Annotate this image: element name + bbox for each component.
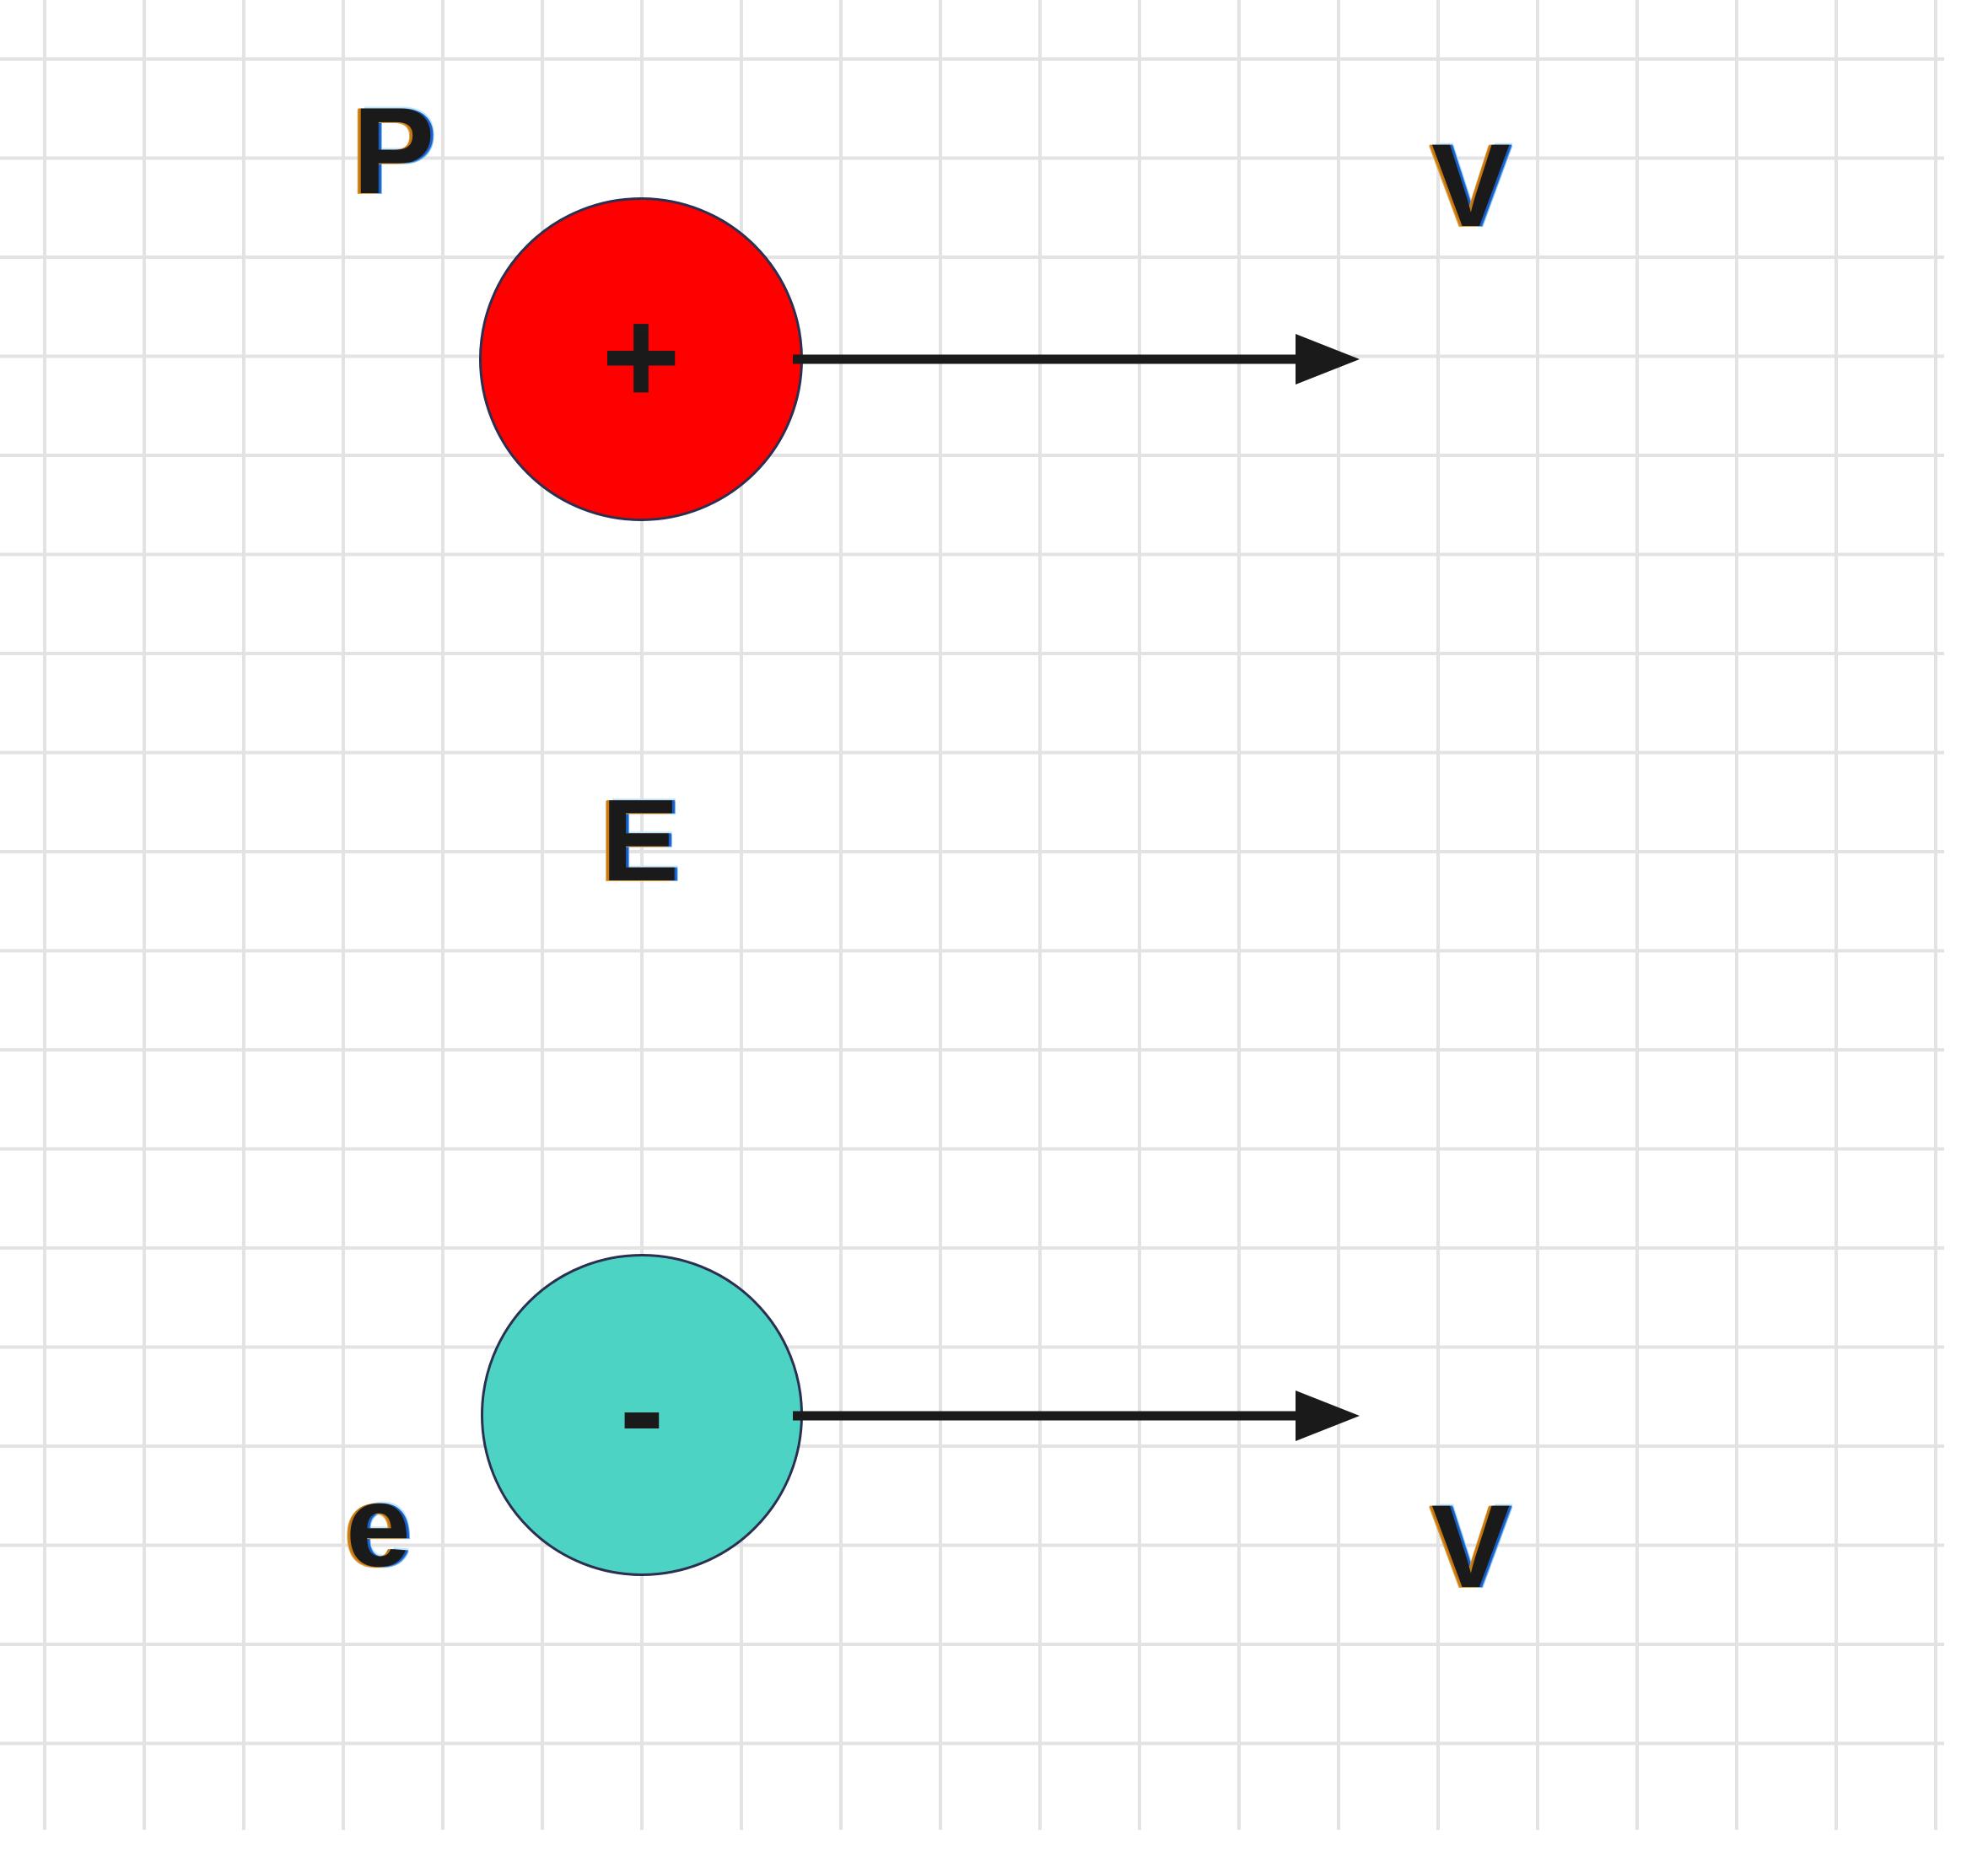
arrow-head-icon bbox=[1296, 1391, 1360, 1441]
velocity-label-proton: V bbox=[1431, 119, 1511, 251]
arrow-head-icon bbox=[1296, 334, 1360, 385]
electric-field-label: E bbox=[601, 776, 680, 906]
proton-charge-circle: + bbox=[479, 197, 803, 521]
electron-charge-circle: - bbox=[481, 1254, 803, 1576]
velocity-arrow-electron bbox=[793, 1391, 1360, 1441]
graph-paper-grid bbox=[0, 0, 1944, 1830]
electron-label: e bbox=[346, 1461, 411, 1591]
positive-sign-icon: + bbox=[601, 281, 681, 432]
velocity-label-electron: V bbox=[1431, 1480, 1511, 1612]
velocity-arrow-proton bbox=[793, 334, 1360, 385]
negative-sign-icon: - bbox=[619, 1333, 665, 1484]
proton-label: P bbox=[353, 82, 435, 219]
